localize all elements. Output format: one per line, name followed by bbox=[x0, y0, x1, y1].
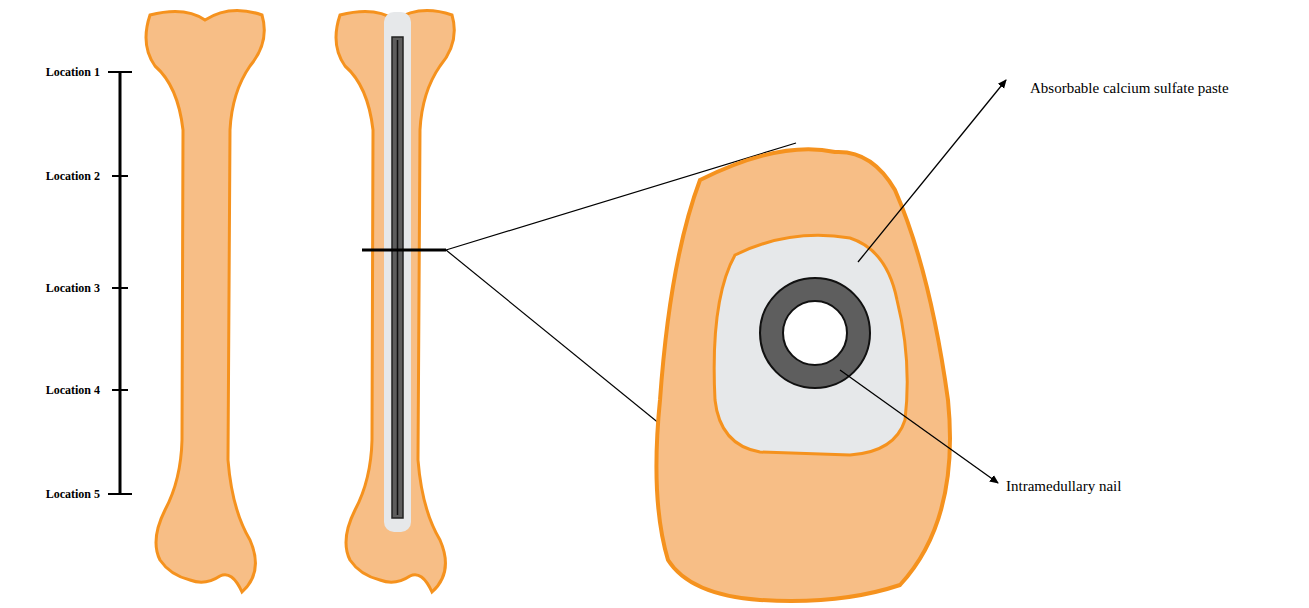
bone bbox=[146, 11, 264, 592]
callout-label: Intramedullary nail bbox=[1006, 478, 1121, 495]
cross-section bbox=[656, 149, 950, 601]
scale-bar bbox=[108, 72, 132, 494]
location-label: Location 4 bbox=[46, 383, 100, 398]
location-label: Location 2 bbox=[46, 169, 100, 184]
callout-label: Absorbable calcium sulfate paste bbox=[1030, 80, 1229, 97]
bone-with-nail bbox=[336, 11, 454, 592]
location-label: Location 5 bbox=[46, 487, 100, 502]
leader-arrows bbox=[840, 80, 1006, 483]
location-label: Location 3 bbox=[46, 281, 100, 296]
location-label: Location 1 bbox=[46, 65, 100, 80]
